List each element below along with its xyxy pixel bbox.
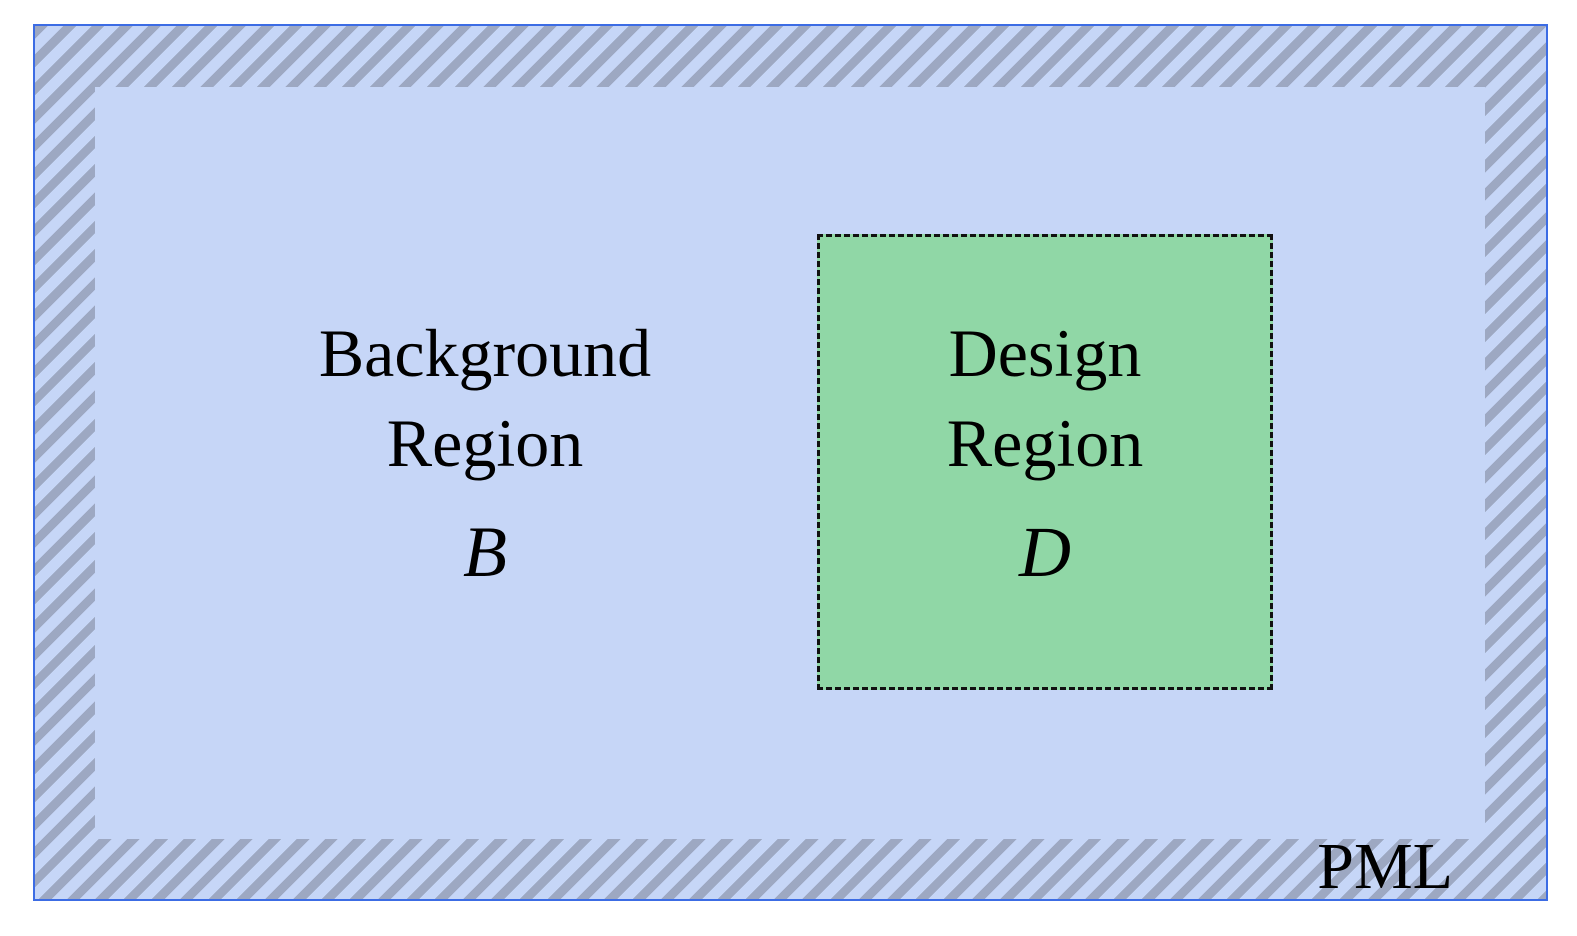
background-region-label: Background Region B: [175, 308, 795, 602]
background-region-label-line2: Region: [386, 405, 584, 481]
design-region-label-line1: Design: [948, 315, 1142, 391]
background-region-label-line1: Background: [318, 315, 652, 391]
background-region-symbol: B: [463, 512, 507, 592]
design-region: [817, 234, 1273, 690]
simulation-domain: Background Region B Design Region D PML: [33, 24, 1548, 901]
design-region-symbol: D: [1019, 512, 1071, 592]
design-region-label-line2: Region: [946, 405, 1144, 481]
design-region-label: Design Region D: [735, 308, 1355, 602]
pml-label: PML: [1317, 830, 1453, 903]
